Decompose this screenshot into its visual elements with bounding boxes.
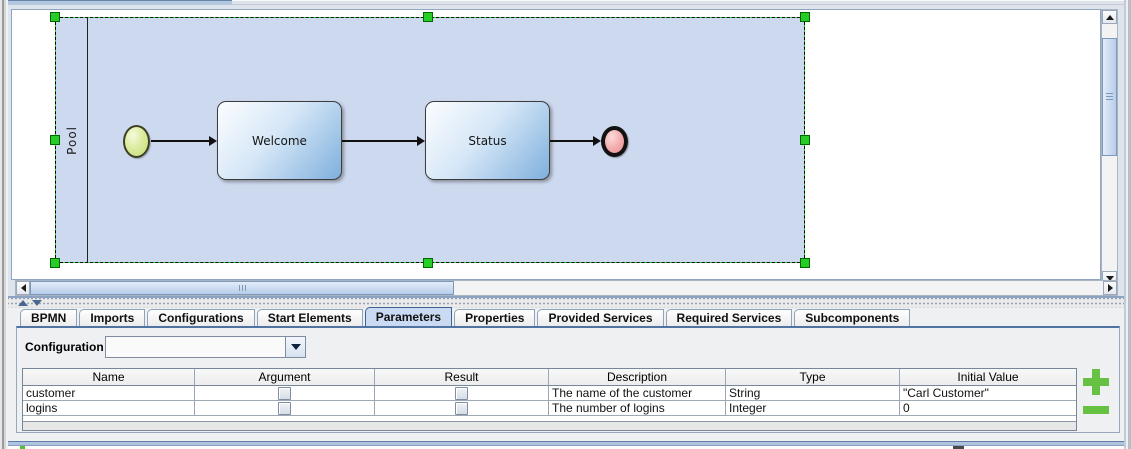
selection-handle-top-mid[interactable]: [423, 12, 433, 22]
table-row[interactable]: logins The number of logins Integer 0: [23, 401, 1076, 416]
combobox-dropdown-button[interactable]: [285, 337, 305, 357]
selection-handle-mid-left[interactable]: [50, 135, 60, 145]
bottom-panel-handle: [953, 446, 964, 449]
column-header-result[interactable]: Result: [375, 369, 549, 386]
tab-parameters[interactable]: Parameters: [364, 307, 453, 326]
configuration-combobox-value: [106, 337, 285, 357]
remove-parameter-button minus-icon[interactable]: [1083, 406, 1109, 414]
column-header-description[interactable]: Description: [549, 369, 726, 386]
selection-handle-mid-right[interactable]: [800, 135, 810, 145]
sequence-flow-3[interactable]: [550, 136, 601, 146]
vertical-scrollbar-thumb[interactable]: [1102, 38, 1117, 156]
arrow-left-icon: [20, 284, 26, 292]
horizontal-scrollbar-thumb[interactable]: [30, 281, 454, 295]
tab-required-services[interactable]: Required Services: [665, 309, 793, 326]
tab-start-elements[interactable]: Start Elements: [256, 309, 363, 326]
tab-properties[interactable]: Properties: [454, 309, 536, 326]
column-header-name[interactable]: Name: [23, 369, 195, 386]
selection-handle-top-left[interactable]: [50, 12, 60, 22]
properties-tab-bar: BPMN Imports Configurations Start Elemen…: [20, 307, 911, 326]
start-event-node[interactable]: [123, 125, 150, 158]
splitter-collapse-up-icon[interactable]: [18, 300, 28, 306]
cell-argument: [195, 386, 375, 401]
window-border-right: [1124, 0, 1131, 449]
argument-checkbox[interactable]: [278, 401, 291, 415]
horizontal-scrollbar[interactable]: [15, 280, 1118, 296]
selection-handle-bottom-left[interactable]: [50, 258, 60, 268]
cell-name[interactable]: customer: [23, 386, 195, 401]
horizontal-splitter[interactable]: [8, 298, 1124, 308]
cell-description[interactable]: The name of the customer: [549, 386, 726, 401]
cell-initial-value[interactable]: "Carl Customer": [900, 386, 1076, 401]
end-event-node[interactable]: [601, 126, 628, 157]
cell-initial-value[interactable]: 0: [900, 401, 1076, 416]
chevron-down-icon: [290, 344, 301, 350]
cell-name[interactable]: logins: [23, 401, 195, 416]
tab-bpmn[interactable]: BPMN: [20, 309, 78, 326]
tab-imports[interactable]: Imports: [79, 309, 146, 326]
task-node-status[interactable]: Status: [425, 101, 550, 180]
result-checkbox[interactable]: [455, 386, 468, 400]
table-footer-area: [23, 416, 1076, 430]
column-header-argument[interactable]: Argument: [195, 369, 375, 386]
tab-configurations[interactable]: Configurations: [147, 309, 255, 326]
add-parameter-button plus-icon[interactable]: [1083, 369, 1109, 395]
cell-type[interactable]: Integer: [726, 401, 900, 416]
cell-description[interactable]: The number of logins: [549, 401, 726, 416]
scroll-up-button[interactable]: [1102, 10, 1117, 24]
configuration-combobox[interactable]: [105, 336, 306, 358]
column-header-initial-value[interactable]: Initial Value: [900, 369, 1076, 386]
task-label: Status: [468, 133, 507, 148]
table-header-row: Name Argument Result Description Type In…: [23, 369, 1076, 386]
editor-tabbar-top-edge: [232, 0, 1124, 5]
task-node-welcome[interactable]: Welcome: [217, 101, 342, 180]
cell-type[interactable]: String: [726, 386, 900, 401]
scroll-left-button[interactable]: [16, 281, 30, 295]
task-label: Welcome: [252, 133, 307, 148]
tab-provided-services[interactable]: Provided Services: [537, 309, 664, 326]
selection-handle-bottom-mid[interactable]: [423, 258, 433, 268]
cell-result: [375, 401, 549, 416]
pool-lane-header[interactable]: Pool: [56, 18, 88, 262]
splitter-collapse-down-icon[interactable]: [32, 300, 42, 306]
column-header-type[interactable]: Type: [726, 369, 900, 386]
window-border-bottom: [8, 441, 1124, 446]
configuration-label: Configuration: [25, 340, 104, 354]
bottom-splitter-dot: [20, 446, 25, 449]
scroll-right-button[interactable]: [1103, 281, 1117, 295]
sequence-flow-1[interactable]: [151, 136, 217, 146]
selection-handle-bottom-right[interactable]: [800, 258, 810, 268]
window-border-left: [0, 0, 8, 449]
arrow-up-icon: [1105, 14, 1114, 20]
vertical-scrollbar[interactable]: [1101, 9, 1118, 286]
editor-tab-top-edge: [8, 0, 232, 5]
parameters-table[interactable]: Name Argument Result Description Type In…: [22, 368, 1077, 431]
window-bottom-strip: [8, 446, 1124, 449]
sequence-flow-2[interactable]: [342, 136, 425, 146]
table-row[interactable]: customer The name of the customer String…: [23, 386, 1076, 401]
result-checkbox[interactable]: [455, 401, 468, 415]
argument-checkbox[interactable]: [278, 386, 291, 400]
tab-subcomponents[interactable]: Subcomponents: [794, 309, 911, 326]
selection-handle-top-right[interactable]: [800, 12, 810, 22]
arrow-right-icon: [1107, 284, 1113, 292]
pool-label: Pool: [64, 125, 79, 155]
cell-result: [375, 386, 549, 401]
arrow-down-icon: [1105, 275, 1114, 281]
cell-argument: [195, 401, 375, 416]
